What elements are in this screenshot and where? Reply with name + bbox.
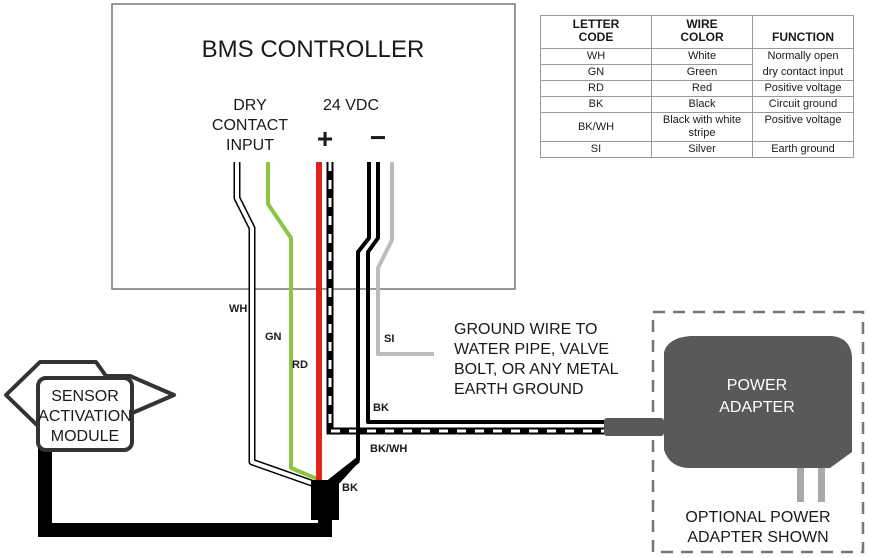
white-wire-wh-core: [235, 162, 321, 488]
green-wire-gn: [266, 162, 321, 482]
wire-label-si: SI: [384, 333, 394, 345]
cell-code: BK/WH: [540, 112, 652, 142]
table-row: SI Silver Earth ground: [540, 141, 854, 158]
cell-color: Green: [651, 64, 753, 81]
cell-function: dry contact input: [752, 64, 854, 81]
cell-color: Black: [651, 96, 753, 113]
power-adapter-label-line2: ADAPTER: [719, 399, 795, 416]
sensor-module-box: [36, 376, 134, 452]
cell-function: Positive voltage: [752, 112, 854, 142]
cell-code: SI: [540, 141, 652, 158]
table-row: WH White Normally open: [540, 48, 854, 65]
plus-terminal-symbol: +: [317, 123, 333, 154]
table-row: RD Red Positive voltage: [540, 80, 854, 97]
wire-label-wh: WH: [229, 303, 247, 315]
table-row: GN Green dry contact input: [540, 64, 854, 81]
wire-label-bkwh: BK/WH: [370, 443, 407, 455]
cell-function: Earth ground: [752, 141, 854, 158]
silver-wire-si: [376, 162, 434, 356]
wire-label-gn: GN: [265, 331, 282, 343]
ground-note-line4: EARTH GROUND: [454, 381, 584, 398]
cell-color: Black with white stripe: [651, 112, 753, 142]
cell-code: BK: [540, 96, 652, 113]
cell-function: Circuit ground: [752, 96, 854, 113]
voltage-label: 24 VDC: [323, 97, 379, 114]
sensor-module-label-line3: MODULE: [51, 428, 119, 445]
cell-color: Red: [651, 80, 753, 97]
adapter-prong-right: [818, 468, 825, 502]
cell-code: WH: [540, 48, 652, 65]
ground-note-line2: WATER PIPE, VALVE: [454, 341, 609, 358]
sensor-module-label-line1: SENSOR: [51, 388, 119, 405]
sensor-module-label-line2: ACTIVATION: [38, 408, 132, 425]
sensor-loop-wire: [38, 440, 332, 537]
wire-label-bk-bottom: BK: [342, 482, 358, 494]
cell-function: Normally open: [752, 48, 854, 65]
adapter-prong-left: [797, 468, 804, 502]
header-function: FUNCTION: [752, 15, 854, 49]
dry-contact-label-line2: CONTACT: [212, 117, 288, 134]
adapter-caption-line2: ADAPTER SHOWN: [687, 529, 828, 546]
adapter-caption-line1: OPTIONAL POWER: [685, 509, 830, 526]
table-row: BK/WH Black with white stripe Positive v…: [540, 112, 854, 142]
dry-contact-label-line3: INPUT: [226, 137, 274, 154]
cell-code: RD: [540, 80, 652, 97]
ground-note-line1: GROUND WIRE TO: [454, 321, 597, 338]
wire-junction-block: [311, 480, 339, 520]
wire-label-rd: RD: [292, 359, 308, 371]
cell-color: White: [651, 48, 753, 65]
bms-controller-title: BMS CONTROLLER: [202, 36, 425, 63]
adapter-cord-plug: [604, 418, 664, 436]
power-adapter-body: [664, 336, 852, 468]
bms-controller-box: [111, 3, 516, 290]
ground-note-line3: BOLT, OR ANY METAL: [454, 361, 619, 378]
cell-function: Positive voltage: [752, 80, 854, 97]
cell-color: Silver: [651, 141, 753, 158]
table-row: BK Black Circuit ground: [540, 96, 854, 113]
cell-code: GN: [540, 64, 652, 81]
bk-junction-wire: [328, 457, 360, 485]
black-wire-bk-to-adapter: [366, 162, 610, 424]
dry-contact-label-line1: DRY: [233, 97, 267, 114]
wire-label-bk-top: BK: [373, 402, 389, 414]
minus-terminal-symbol: −: [370, 122, 386, 153]
power-adapter-label-line1: POWER: [727, 377, 787, 394]
black-white-striped-wire-stripe: [328, 162, 610, 433]
